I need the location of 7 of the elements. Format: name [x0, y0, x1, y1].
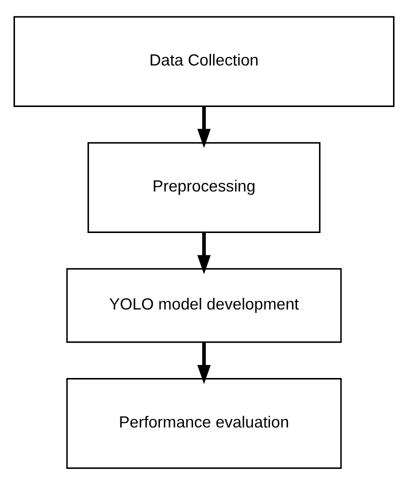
arrow	[197, 106, 211, 148]
node-box: Preprocessing	[88, 142, 320, 232]
arrow	[197, 232, 211, 274]
node-box: Performance evaluation	[66, 378, 342, 468]
node-box: Data Collection	[14, 16, 394, 106]
node-box: YOLO model development	[66, 268, 342, 342]
arrow	[197, 342, 211, 384]
